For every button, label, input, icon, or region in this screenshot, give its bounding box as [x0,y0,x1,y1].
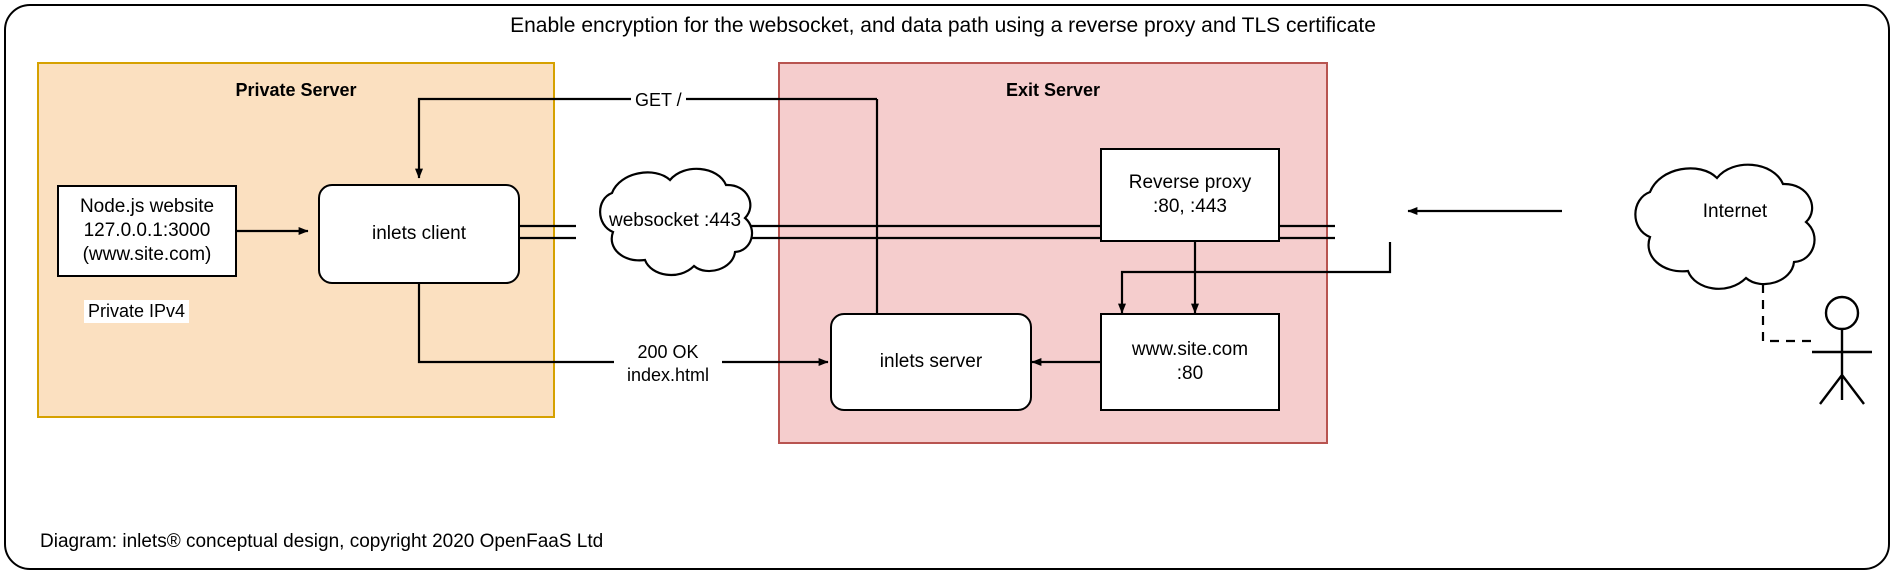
internet-cloud-shape [1634,163,1816,290]
internet-cloud-label: Internet [1702,201,1768,222]
node-site-line1: www.site.com [1131,338,1249,360]
websocket-cloud-line2: :443 [704,210,742,231]
actor-head-icon [1824,295,1860,331]
zone-private-server-label: Private Server [235,80,357,100]
label-private-ipv4: Private IPv4 [84,300,190,323]
node-nodejs-website[interactable]: Node.js website 127.0.0.1:3000 (www.site… [57,185,237,277]
actor-body-icon [1812,329,1872,405]
node-site-line2: :80 [1176,363,1204,384]
websocket-cloud-shape [599,167,754,277]
diagram-caption: Diagram: inlets® conceptual design, copy… [40,531,604,552]
node-reverse-proxy-line1: Reverse proxy [1128,171,1252,193]
websocket-cloud-label: websocket :443 [600,209,750,234]
node-reverse-proxy[interactable]: Reverse proxy :80, :443 [1100,148,1280,242]
label-get-root: GET / [631,89,686,112]
page-title: Enable encryption for the websocket, and… [510,14,1376,37]
label-response-line2: index.html [626,364,710,385]
edge-get-to-inlets-client [415,97,877,179]
label-response-line1: 200 OK [637,342,699,362]
node-nodejs-line3: (www.site.com) [82,244,212,266]
node-www-site-com[interactable]: www.site.com :80 [1100,313,1280,411]
zone-exit-server-label: Exit Server [1005,80,1101,100]
node-inlets-client[interactable]: inlets client [318,184,520,284]
node-inlets-server-label: inlets server [879,350,983,372]
node-inlets-server[interactable]: inlets server [830,313,1032,411]
edge-actor-to-internet [1759,257,1811,343]
websocket-cloud-line1: websocket [608,210,699,231]
label-response: 200 OK index.html [614,341,722,386]
node-inlets-client-label: inlets client [372,222,466,244]
node-nodejs-line2: 127.0.0.1:3000 [83,219,211,241]
node-reverse-proxy-line2: :80, :443 [1153,196,1227,217]
edge-proxy-to-inlets-server [1118,242,1392,314]
node-nodejs-line1: Node.js website [79,195,215,217]
